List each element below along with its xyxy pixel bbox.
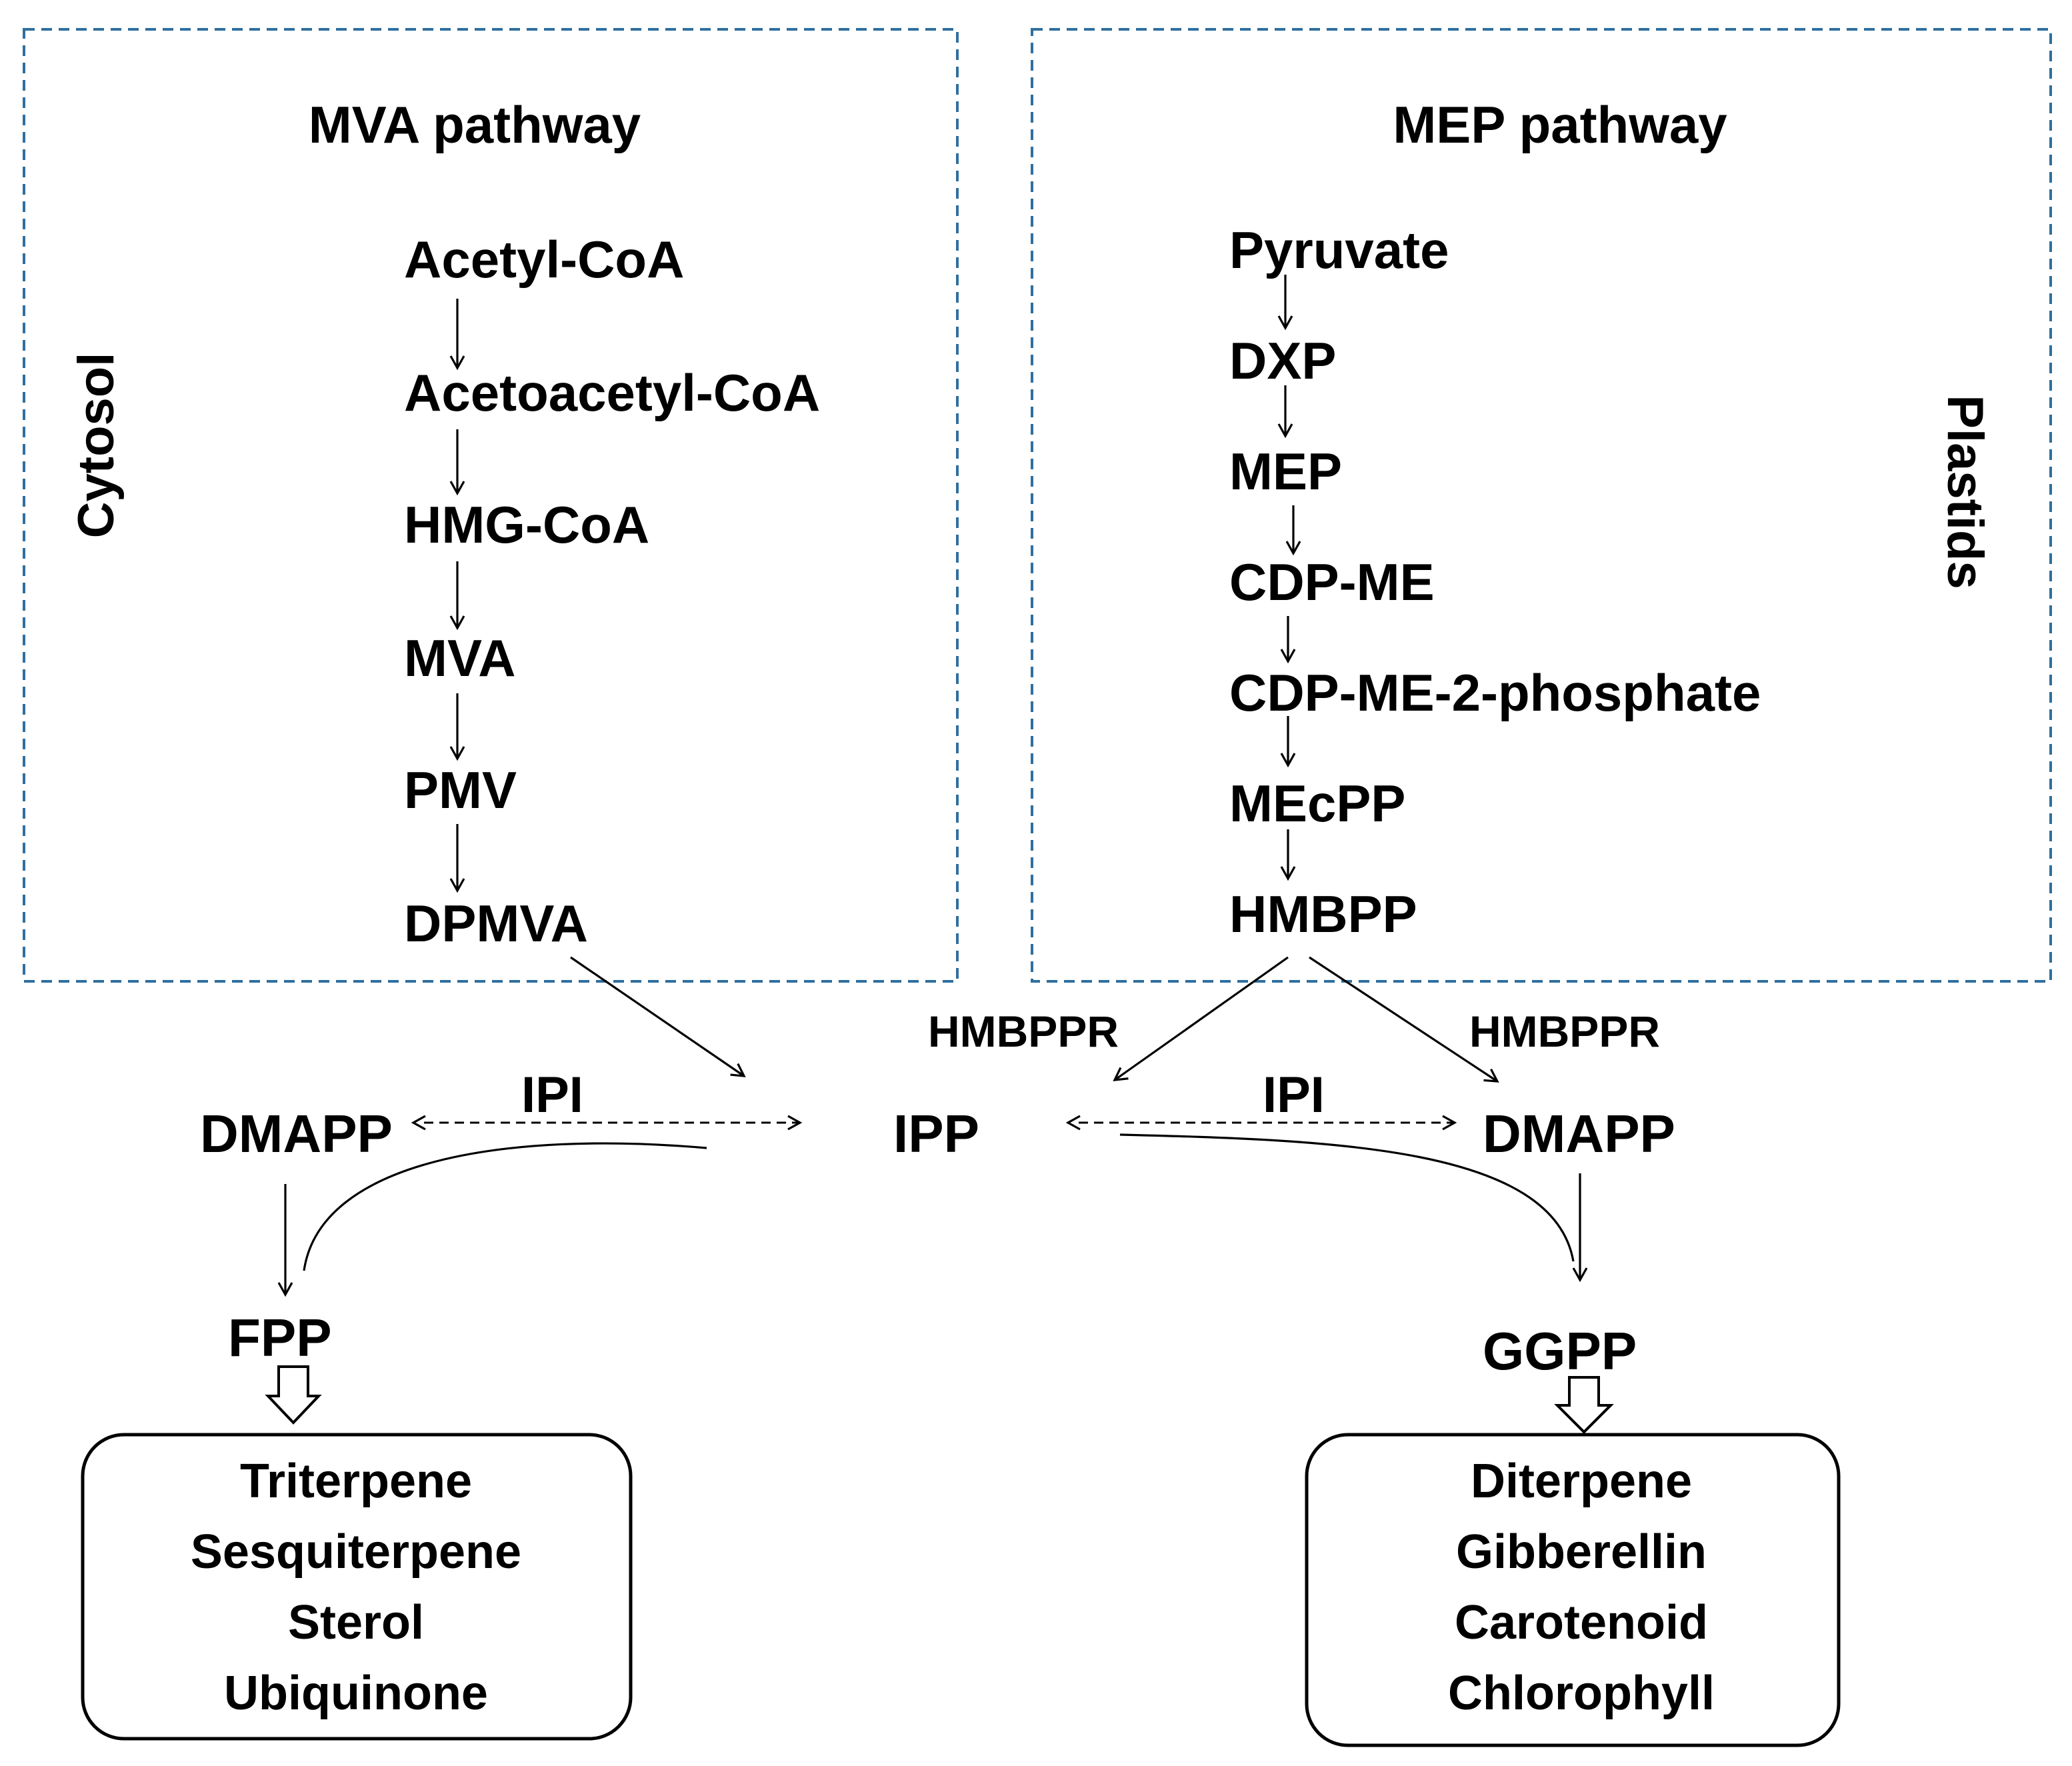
ipp-to-ggpp-curve (1119, 1133, 1575, 1262)
ipi-left-label: IPI (521, 1067, 583, 1123)
cytosol-label: Cytosol (68, 353, 125, 539)
ipp-label: IPP (893, 1104, 979, 1163)
products-left-box (81, 1433, 633, 1741)
product-left-item: Ubiquinone (224, 1667, 488, 1720)
mep-step-cdp-me-2-phosphate: CDP-ME-2-phosphate (1229, 663, 1761, 722)
mep-step-pyruvate: Pyruvate (1229, 221, 1449, 279)
plastids-compartment-box (1031, 28, 2052, 983)
ggpp-label: GGPP (1483, 1321, 1637, 1381)
plastids-label: Plastids (1937, 395, 1993, 589)
product-left-item: Sterol (288, 1596, 424, 1649)
mep-step-mep: MEP (1229, 442, 1342, 501)
product-right-item: Gibberellin (1456, 1525, 1707, 1579)
mep-step-dxp: DXP (1229, 331, 1336, 390)
mva-step-hmg-coa: HMG-CoA (404, 495, 649, 554)
mep-step-mecpp: MEcPP (1229, 774, 1405, 833)
product-right-item: Chlorophyll (1448, 1667, 1715, 1720)
ipp-to-fpp-curve (303, 1142, 707, 1271)
ipi-right-label: IPI (1263, 1067, 1325, 1123)
mva-step-acetyl-coa: Acetyl-CoA (404, 230, 684, 289)
fpp-hollow-arrow (265, 1365, 322, 1425)
ggpp-hollow-arrow (1554, 1376, 1614, 1434)
cytosol-compartment-box (23, 28, 959, 983)
hmbppr-right-label: HMBPPR (1469, 1007, 1660, 1056)
hmbppr-left-label: HMBPPR (928, 1007, 1119, 1056)
product-left-item: Triterpene (240, 1455, 472, 1508)
mva-step-mva: MVA (404, 629, 516, 687)
dmapp-right-label: DMAPP (1483, 1104, 1675, 1163)
product-right-item: Carotenoid (1455, 1596, 1708, 1649)
product-right-item: Diterpene (1471, 1455, 1692, 1508)
fpp-label: FPP (228, 1308, 332, 1367)
dmapp-left-label: DMAPP (200, 1104, 393, 1163)
dpmva-to-ipp-arrow (570, 956, 746, 1077)
mep-pathway-title: MEP pathway (1393, 95, 1727, 154)
products-right-box (1305, 1433, 1841, 1747)
product-left-item: Sesquiterpene (191, 1525, 521, 1579)
mep-step-cdp-me: CDP-ME (1229, 553, 1435, 611)
mva-pathway-title: MVA pathway (309, 95, 641, 154)
mva-step-dpmva: DPMVA (404, 894, 588, 953)
hmbpp-to-ipp-arrow (1113, 956, 1289, 1081)
mva-step-acetoacetyl-coa: Acetoacetyl-CoA (404, 363, 820, 422)
mep-step-hmbpp: HMBPP (1229, 885, 1417, 943)
mva-step-pmv: PMV (404, 761, 517, 819)
hmbpp-to-dmapp-arrow (1309, 956, 1499, 1083)
